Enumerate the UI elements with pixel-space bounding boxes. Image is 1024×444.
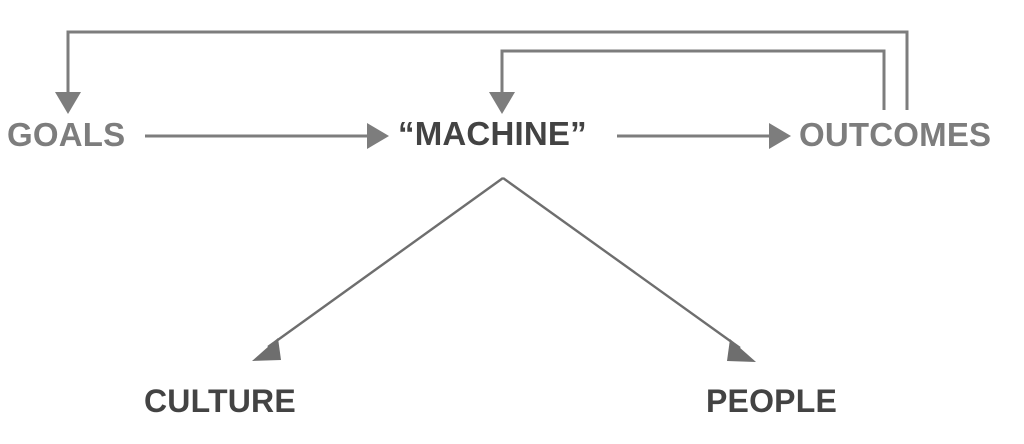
outcomes-to-machine-arrowhead-icon [489, 92, 515, 114]
node-label-people: PEOPLE [706, 383, 838, 419]
connector-machine-to-outcomes [617, 123, 791, 149]
machine-to-people-arrowhead-icon [727, 339, 756, 362]
node-label-machine: “MACHINE” [398, 115, 587, 152]
outcomes-to-machine-line [500, 49, 886, 110]
connector-outcomes-to-goals [55, 30, 909, 114]
machine-to-people-line [502, 177, 741, 349]
outcomes-to-goals-arrowhead-icon [55, 92, 81, 114]
connector-machine-to-people [502, 177, 756, 362]
node-label-outcomes: OUTCOMES [799, 116, 992, 153]
connector-goals-to-machine [145, 123, 389, 149]
machine-to-culture-line [267, 177, 504, 348]
machine-to-outcomes-arrowhead-icon [769, 123, 791, 149]
machine-to-culture-arrowhead-icon [252, 338, 281, 361]
outcomes-to-goals-line [66, 30, 909, 110]
connector-machine-to-culture [252, 177, 504, 361]
node-label-goals: GOALS [7, 116, 126, 153]
connector-outcomes-to-machine [489, 49, 886, 114]
node-label-culture: CULTURE [144, 383, 296, 419]
goals-to-machine-arrowhead-icon [367, 123, 389, 149]
